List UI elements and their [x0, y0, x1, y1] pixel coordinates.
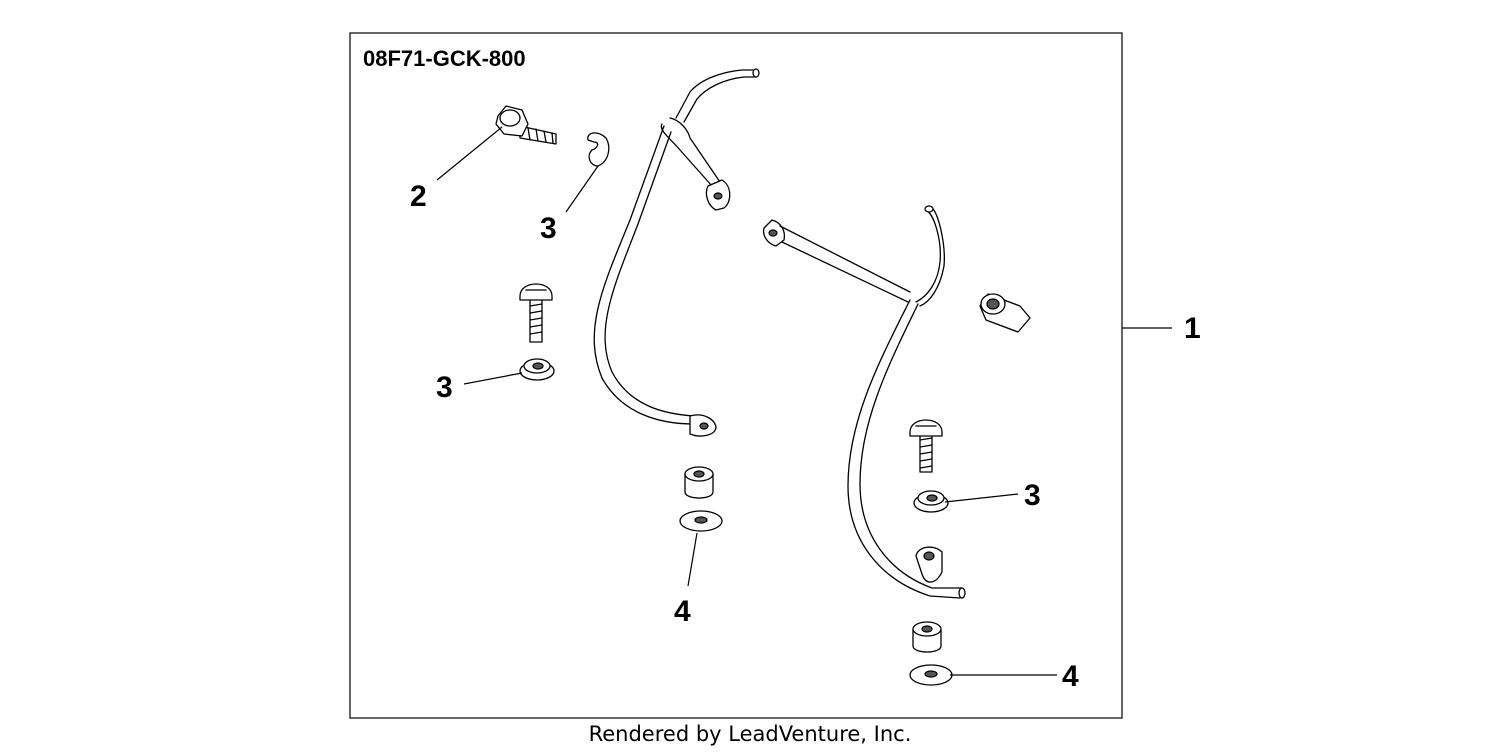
leader-3c — [944, 493, 1019, 503]
clip-nut-b — [519, 358, 555, 381]
callout-3-right: 3 — [1024, 479, 1041, 512]
screw-right — [909, 419, 943, 473]
flange-bolt — [495, 105, 557, 145]
leader-4a — [687, 532, 698, 587]
right-bracket — [762, 205, 966, 599]
washer-right — [909, 664, 953, 686]
rubber-grommet-right — [912, 621, 942, 653]
clip-nut-c — [913, 490, 949, 513]
callout-4-right: 4 — [1062, 660, 1079, 693]
left-bracket — [593, 68, 760, 437]
callout-2: 2 — [410, 180, 427, 213]
cylinder-spacer — [979, 293, 1031, 333]
leader-3a — [565, 165, 599, 213]
diagram-frame — [349, 32, 1123, 719]
leader-3b — [463, 372, 523, 385]
leader-2 — [436, 126, 503, 181]
screw-left — [519, 283, 553, 343]
kit-number-title: 08F71-GCK-800 — [363, 46, 526, 71]
callout-1: 1 — [1184, 312, 1201, 345]
rubber-grommet-left — [684, 466, 714, 499]
parts-diagram: 08F71-GCK-800 — [349, 32, 1201, 719]
washer-left — [679, 510, 723, 532]
callout-4-left: 4 — [674, 595, 691, 628]
footer-credit: Rendered by LeadVenture, Inc. — [588, 722, 912, 746]
callout-3-left: 3 — [436, 371, 453, 404]
callout-3-top: 3 — [540, 212, 557, 245]
clip-nut-a — [587, 132, 610, 167]
